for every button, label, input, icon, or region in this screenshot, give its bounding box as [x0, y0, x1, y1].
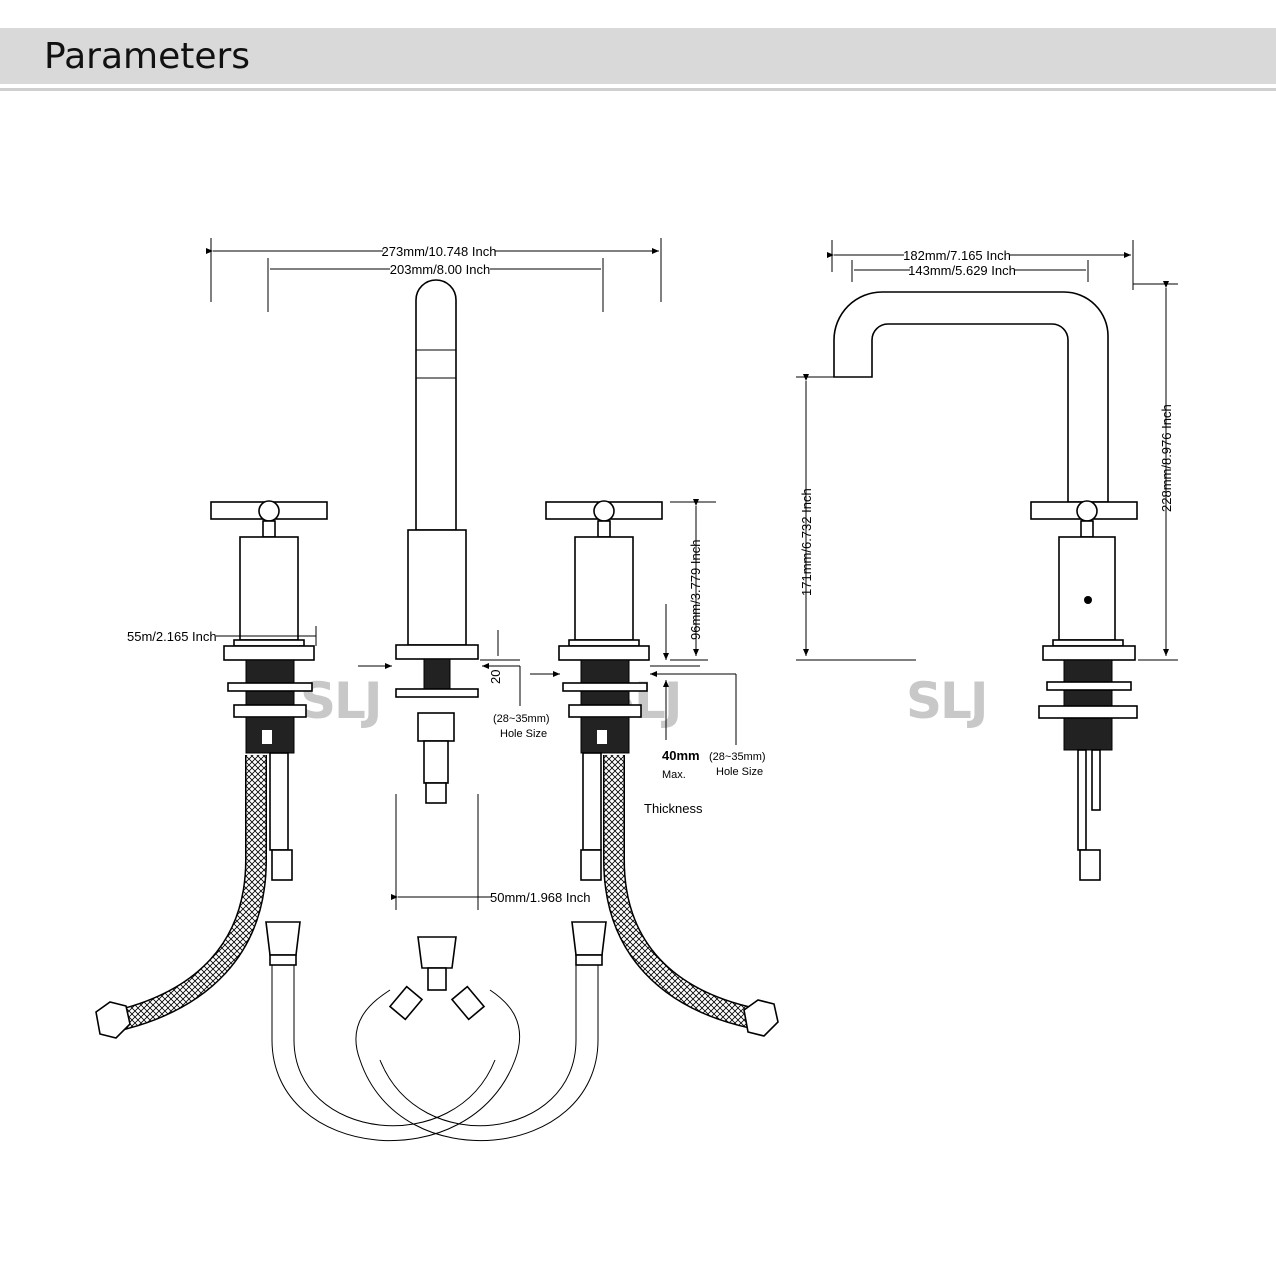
connector-length-dimension: 50mm/1.968 Inch — [391, 794, 590, 910]
svg-text:SLJ: SLJ — [906, 672, 986, 730]
spout-height-dimension: 171mm/6.732 Inch — [796, 374, 916, 661]
connector-length-label: 50mm/1.968 Inch — [490, 890, 590, 905]
handle-hole-dimension: (28~35mm) Hole Size 40mm Max. Thickness — [530, 604, 766, 816]
handle-hole-label: Hole Size — [716, 766, 763, 778]
side-view-faucet — [833, 291, 1138, 881]
handle-height-dimension: 96mm/3.779 Inch — [670, 499, 716, 661]
center-spacing-dimension: 203mm/8.00 Inch — [267, 258, 604, 312]
spout-hole-value: 20 — [488, 670, 503, 684]
handle-height-label: 96mm/3.779 Inch — [688, 540, 703, 640]
max-thickness-value: 40mm — [662, 748, 700, 763]
spout-hole-label: Hole Size — [500, 728, 547, 740]
thickness-caption: Thickness — [644, 801, 703, 816]
overall-width-dimension: 273mm/10.748 Inch — [206, 238, 662, 302]
page-title: Parameters — [44, 36, 251, 77]
header-bar — [0, 28, 1276, 84]
handle-width-label: 55m/2.165 Inch — [127, 629, 217, 644]
center-spacing-label: 203mm/8.00 Inch — [390, 262, 490, 277]
right-handle-front — [545, 500, 663, 881]
right-braided-hose — [603, 755, 779, 1037]
reach-inner-dimension: 143mm/5.629 Inch — [851, 260, 1089, 282]
reach-inner-label: 143mm/5.629 Inch — [908, 263, 1016, 278]
header-divider — [0, 88, 1276, 91]
handle-width-dimension: 55m/2.165 Inch — [127, 626, 317, 646]
max-thickness-label: Max. — [662, 769, 686, 781]
watermark-left: SLJ — [300, 672, 382, 730]
spout-hole-dimension: 20 (28~35mm) Hole Size — [358, 630, 550, 740]
total-height-dimension: 228mm/8.976 Inch — [1133, 281, 1178, 661]
left-handle-front — [210, 500, 328, 881]
reach-outer-label: 182mm/7.165 Inch — [903, 248, 1011, 263]
spout-front — [395, 279, 479, 804]
overall-width-label: 273mm/10.748 Inch — [382, 244, 497, 259]
svg-text:SLJ: SLJ — [300, 672, 380, 730]
connector-hoses — [265, 921, 607, 1142]
handle-hole-range: (28~35mm) — [709, 751, 766, 763]
total-height-label: 228mm/8.976 Inch — [1159, 404, 1174, 512]
spout-hole-range: (28~35mm) — [493, 713, 550, 725]
left-braided-hose — [95, 755, 267, 1039]
watermark-right: SLJ — [906, 672, 988, 730]
spout-height-label: 171mm/6.732 Inch — [799, 488, 814, 596]
reach-outer-dimension: 182mm/7.165 Inch — [827, 240, 1134, 290]
